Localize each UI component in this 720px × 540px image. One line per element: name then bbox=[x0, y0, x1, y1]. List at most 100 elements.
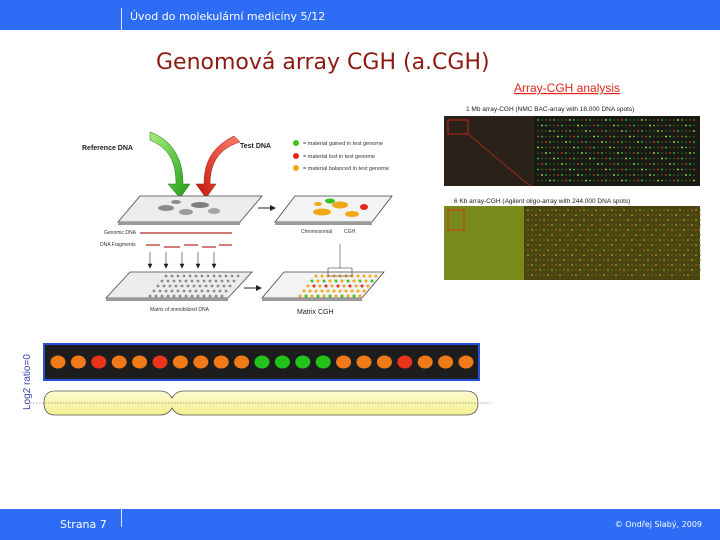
oligo-spot bbox=[627, 249, 629, 251]
matrix-cgh-spot bbox=[370, 279, 374, 283]
oligo-spot bbox=[567, 249, 569, 251]
oligo-spot bbox=[587, 274, 589, 276]
bac-spot bbox=[625, 163, 627, 165]
bac-spot bbox=[577, 157, 579, 160]
bac-spot bbox=[653, 146, 655, 149]
oligo-spot bbox=[647, 264, 649, 266]
matrix-cgh-spot bbox=[352, 279, 356, 283]
oligo-spot bbox=[667, 249, 669, 251]
matrix-cgh-spot bbox=[374, 274, 378, 278]
bac-spot bbox=[597, 141, 599, 143]
oligo-spot bbox=[591, 264, 593, 266]
course-title: Úvod do molekulární medicíny 5/12 bbox=[130, 10, 326, 23]
oligo-spot bbox=[615, 259, 617, 261]
oligo-spot bbox=[675, 214, 677, 216]
oligo-spot bbox=[679, 224, 681, 226]
matrix-cgh-spot bbox=[312, 284, 316, 288]
bac-spot bbox=[649, 179, 651, 182]
legend-balanced-text: = material balanced in test genome bbox=[303, 166, 389, 172]
bac-spot bbox=[581, 130, 583, 132]
bac-spot bbox=[669, 146, 671, 149]
oligo-spot bbox=[535, 254, 537, 256]
oligo-spot bbox=[675, 264, 677, 266]
oligo-spot bbox=[579, 214, 581, 216]
oligo-spot bbox=[687, 224, 689, 226]
bac-spot bbox=[577, 168, 579, 171]
bac-spot bbox=[657, 124, 659, 127]
oligo-spot bbox=[567, 234, 569, 236]
matrix-cgh-spot bbox=[322, 294, 326, 298]
oligo-spot bbox=[631, 209, 633, 211]
oligo-spot bbox=[695, 234, 697, 236]
bac-spot bbox=[689, 168, 691, 171]
oligo-spot bbox=[675, 209, 677, 211]
bac-spot bbox=[641, 141, 643, 143]
bac-spot bbox=[569, 174, 571, 176]
oligo-spot bbox=[607, 254, 609, 256]
footer-bar: Strana 7 © Ondřej Slabý, 2009 bbox=[0, 509, 720, 540]
oligo-spot bbox=[571, 249, 573, 251]
bac-spot bbox=[673, 163, 675, 165]
bac-spot bbox=[657, 152, 659, 154]
oligo-spot bbox=[695, 209, 697, 211]
matrix-cgh-spot bbox=[314, 289, 318, 293]
bac-spot bbox=[649, 157, 651, 160]
bac-spot bbox=[629, 130, 631, 132]
oligo-spot bbox=[535, 249, 537, 251]
oligo-spot bbox=[663, 269, 665, 271]
oligo-spot bbox=[535, 209, 537, 211]
oligo-spot bbox=[659, 264, 661, 266]
matrix-spot bbox=[218, 289, 222, 293]
oligo-spot bbox=[663, 249, 665, 251]
bac-spot bbox=[693, 146, 695, 149]
bac-spot bbox=[617, 179, 619, 182]
oligo-spot bbox=[643, 239, 645, 241]
oligo-spot bbox=[599, 244, 601, 246]
bac-spot bbox=[605, 168, 607, 171]
oligo-spot bbox=[695, 239, 697, 241]
bac-spot bbox=[669, 163, 671, 165]
bac-spot bbox=[665, 130, 667, 132]
bac-spot bbox=[625, 135, 627, 138]
matrix-cgh-spot bbox=[354, 284, 358, 288]
oligo-spot bbox=[631, 249, 633, 251]
bac-spot bbox=[673, 119, 675, 121]
oligo-spot bbox=[683, 209, 685, 211]
oligo-spot bbox=[635, 264, 637, 266]
bac-spot bbox=[541, 163, 543, 165]
matrix-spot bbox=[186, 284, 190, 288]
matrix-spot bbox=[156, 284, 160, 288]
oligo-spot bbox=[619, 244, 621, 246]
bac-spot bbox=[665, 179, 667, 182]
bac-spot bbox=[557, 157, 559, 160]
bac-spot bbox=[693, 135, 695, 138]
matrix-spot bbox=[200, 289, 204, 293]
oligo-spot bbox=[683, 244, 685, 246]
oligo-spot bbox=[551, 249, 553, 251]
slide-title: Genomová array CGH (a.CGH) bbox=[156, 50, 490, 75]
y-axis-label: Log2 ratio=0 bbox=[22, 354, 33, 410]
oligo-spot bbox=[607, 229, 609, 231]
oligo-spot bbox=[635, 239, 637, 241]
oligo-spot bbox=[647, 274, 649, 276]
oligo-spot bbox=[583, 274, 585, 276]
matrix-cgh-spot bbox=[318, 284, 322, 288]
oligo-spot bbox=[595, 274, 597, 276]
oligo-spot bbox=[647, 244, 649, 246]
bac-spot bbox=[689, 141, 691, 143]
oligo-spot bbox=[555, 254, 557, 256]
oligo-spot bbox=[687, 264, 689, 266]
matrix-spot bbox=[180, 284, 184, 288]
oligo-spot bbox=[619, 229, 621, 231]
oligo-spot bbox=[607, 259, 609, 261]
bac-spot bbox=[625, 152, 627, 154]
bac-spot bbox=[601, 119, 603, 121]
oligo-spot bbox=[663, 229, 665, 231]
oligo-spot bbox=[559, 239, 561, 241]
bac-spot bbox=[613, 130, 615, 132]
oligo-spot bbox=[627, 274, 629, 276]
oligo-spot bbox=[691, 214, 693, 216]
oligo-spot bbox=[699, 269, 701, 271]
oligo-spot bbox=[583, 259, 585, 261]
bac-spot bbox=[557, 135, 559, 138]
